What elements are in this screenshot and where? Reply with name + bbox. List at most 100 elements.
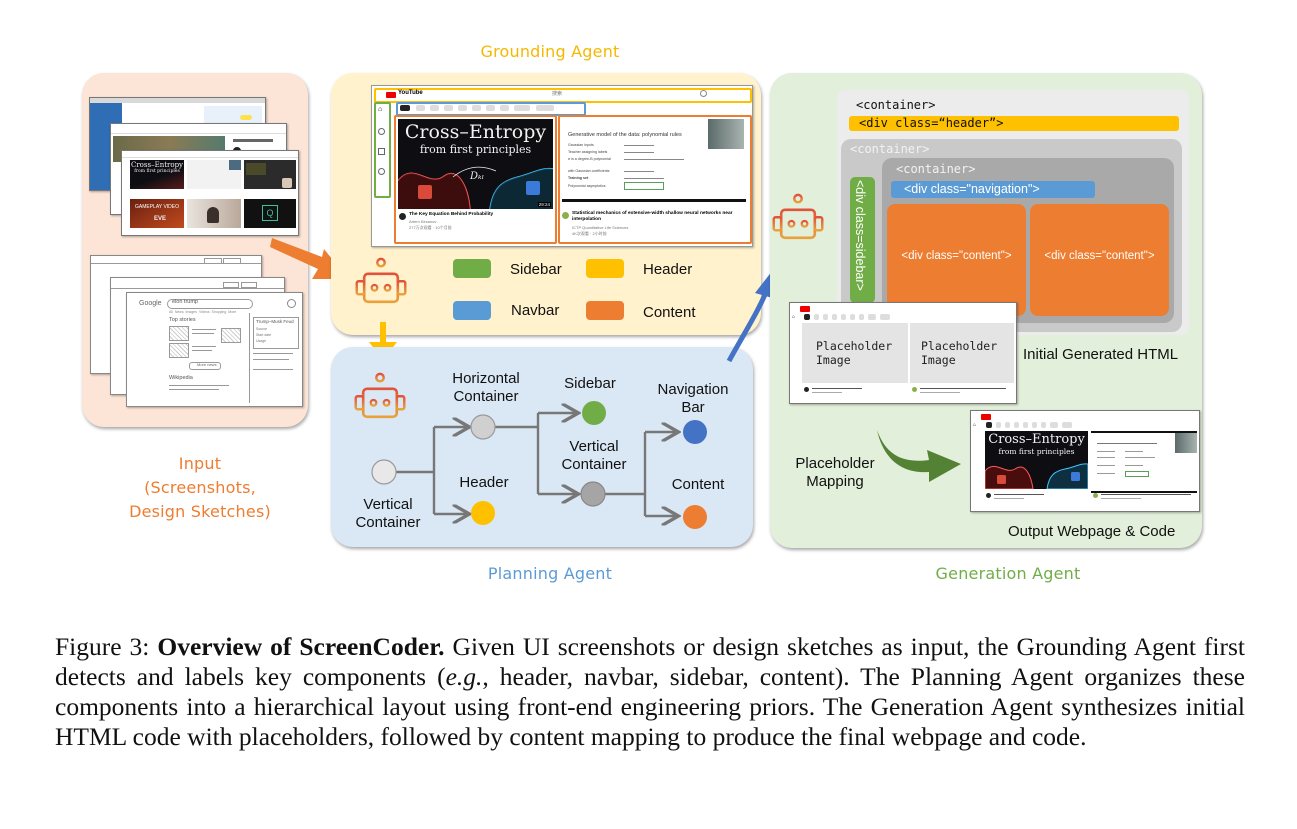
- sketch-wikipedia: Wikipedia: [169, 375, 193, 381]
- arrow-curved-green-icon: [877, 430, 961, 482]
- initial-generated-html-label: Initial Generated HTML: [1023, 346, 1179, 363]
- node-label-header: Header: [459, 474, 509, 491]
- input-shot-ce-subtitle: from first principles: [134, 169, 180, 174]
- figure-caption: Figure 3: Overview of ScreenCoder. Given…: [55, 632, 1245, 752]
- caption-bold-title: Overview of ScreenCoder.: [157, 632, 445, 661]
- lecture-row: Gaussian inputs: [568, 143, 594, 147]
- video-channel: ICTP Quantitative Life Sciences: [572, 225, 629, 230]
- cross-entropy-thumbnail: Cross–Entropy from first principles Dₖₗ …: [398, 119, 553, 209]
- grounding-title: Grounding Agent: [480, 42, 620, 61]
- planning-tree: [371, 401, 707, 529]
- node-horizontal-container: [470, 414, 496, 440]
- sketch-more-news: More news: [197, 362, 217, 367]
- node-header: [471, 501, 495, 525]
- annotation-sidebar-box: [374, 102, 391, 198]
- home-icon: ⌂: [378, 106, 383, 113]
- input-shot-ce-title: Cross–Entropy: [130, 161, 184, 169]
- placeholder-image-1: Placeholder Image: [802, 323, 908, 383]
- input-sketch-front: Google elon trump All News Images Videos…: [126, 292, 303, 407]
- sketch-search-text: elon trump: [172, 299, 198, 305]
- node-label-content: Content: [671, 476, 725, 493]
- caption-figure-label: Figure 3:: [55, 632, 158, 661]
- sketch-section-title: Top stories: [169, 317, 196, 323]
- sidebar-div-block: <div class=sidebar>: [850, 177, 875, 303]
- node-label-vertical-container: Vertical Container: [561, 438, 627, 473]
- arrow-orange-icon: [270, 238, 348, 279]
- curves-illustration: [398, 166, 553, 209]
- youtube-logo-icon: [800, 306, 810, 312]
- sketch-panel-title: Trump–Musk Feud: [256, 319, 294, 324]
- placeholder-mapping-line2: Mapping: [806, 473, 864, 490]
- legend-content-label: Content: [643, 304, 696, 321]
- legend-sidebar-label: Sidebar: [510, 261, 562, 278]
- input-shot-game-logo: EVE: [154, 216, 167, 222]
- input-title-line1: Input: [178, 454, 222, 473]
- thumbnail-subtitle: from first principles: [419, 143, 532, 156]
- output-thumbnail-title: Cross–Entropy: [988, 432, 1085, 447]
- duration-badge: 29:24: [537, 202, 551, 207]
- node-label-sidebar: Sidebar: [564, 375, 616, 392]
- node-root-vertical-container: [371, 459, 397, 485]
- node-label-navigation-bar: Navigation Bar: [657, 381, 729, 416]
- legend-header-label: Header: [643, 261, 693, 278]
- caption-italic-eg: e.g.: [445, 662, 483, 691]
- lecture-row: Teacher assigning labels: [568, 150, 608, 154]
- channel-avatar: [1093, 493, 1098, 498]
- caption-text-1: Given UI screenshots or design sketches …: [55, 632, 1245, 691]
- lecture-row: with Gaussian coefficients: [568, 169, 610, 173]
- sketch-tabs: All News Images Videos Shopping More: [169, 310, 237, 314]
- channel-avatar: [986, 493, 991, 498]
- sketch-panel-row: Source: [256, 327, 268, 331]
- planning-title: Planning Agent: [487, 564, 613, 583]
- robot-icon: [770, 193, 826, 249]
- content-div-block-2: <div class="content">: [1030, 204, 1169, 316]
- video-meta: 277万次观看 · 10个月前: [409, 225, 452, 230]
- legend-content-swatch: [586, 301, 624, 320]
- lecture-row: σ is a degree-B polynomial: [568, 157, 611, 161]
- video-title: The Key Equation Behind Probability: [409, 212, 494, 217]
- lecture-heading: Generative model of the data: polynomial…: [568, 132, 682, 138]
- sidebar-div-label: <div class=sidebar>: [853, 180, 867, 291]
- dkl-symbol: Dₖₗ: [470, 171, 485, 182]
- node-navigation-bar: [683, 420, 707, 444]
- video-meta: 4K次观看 · 2小时前: [572, 231, 607, 236]
- sketch-panel-row: Usage: [256, 339, 267, 343]
- node-label-horizontal-container: Horizontal Container: [452, 370, 520, 405]
- output-thumbnail-subtitle: from first principles: [998, 447, 1075, 456]
- shorts-icon: [378, 128, 385, 135]
- input-title-line2: (Screenshots,: [144, 478, 256, 497]
- input-shot-game-text: GAMEPLAY VIDEO: [135, 204, 179, 210]
- output-webpage-label: Output Webpage & Code: [1008, 523, 1176, 540]
- youtube-search-text: 搜索: [552, 91, 563, 97]
- subscriptions-icon: [378, 148, 385, 155]
- channel-avatar: [912, 387, 917, 392]
- placeholder-mapping-line1: Placeholder: [795, 455, 875, 472]
- placeholder-2-line2: Image: [921, 353, 956, 367]
- video-channel: Artem Kirsanov: [409, 219, 437, 224]
- input-screenshot-front: Cross–Entropy from first principles GAME…: [121, 150, 299, 236]
- placeholder-1-line2: Image: [816, 353, 851, 367]
- input-title-line3: Design Sketches): [129, 502, 271, 521]
- output-lecture-thumbnail: [1091, 431, 1197, 493]
- navigation-div-block: <div class="navigation">: [891, 181, 1095, 198]
- lecture-row: Polynomial asymptotics: [568, 184, 606, 188]
- annotation-content-box-1: [394, 115, 557, 244]
- annotation-header-box: [374, 88, 752, 103]
- legend-navbar-swatch: [453, 301, 491, 320]
- inner-container-label: <container>: [896, 162, 976, 176]
- placeholder-2-line1: Placeholder: [921, 339, 998, 353]
- sketch-panel-row: Start date: [256, 333, 272, 337]
- planning-panel: [331, 347, 753, 547]
- header-div-block: <div class=“header”>: [849, 116, 1179, 131]
- middle-container-label: <container>: [850, 142, 930, 156]
- robot-icon: [353, 257, 409, 313]
- input-title: Input (Screenshots, Design Sketches): [100, 452, 300, 524]
- search-icon: [700, 90, 707, 97]
- youtube-logo-icon: [981, 414, 991, 420]
- channel-avatar: [562, 212, 569, 219]
- legend-sidebar-swatch: [453, 259, 491, 278]
- grounding-screenshot: YouTube 搜索 ⌂ Cross–Entropy from first pr…: [371, 85, 753, 247]
- generation-title: Generation Agent: [935, 564, 1081, 583]
- placeholder-image-2: Placeholder Image: [910, 323, 1014, 383]
- content-div-block-1: <div class="content">: [887, 204, 1026, 316]
